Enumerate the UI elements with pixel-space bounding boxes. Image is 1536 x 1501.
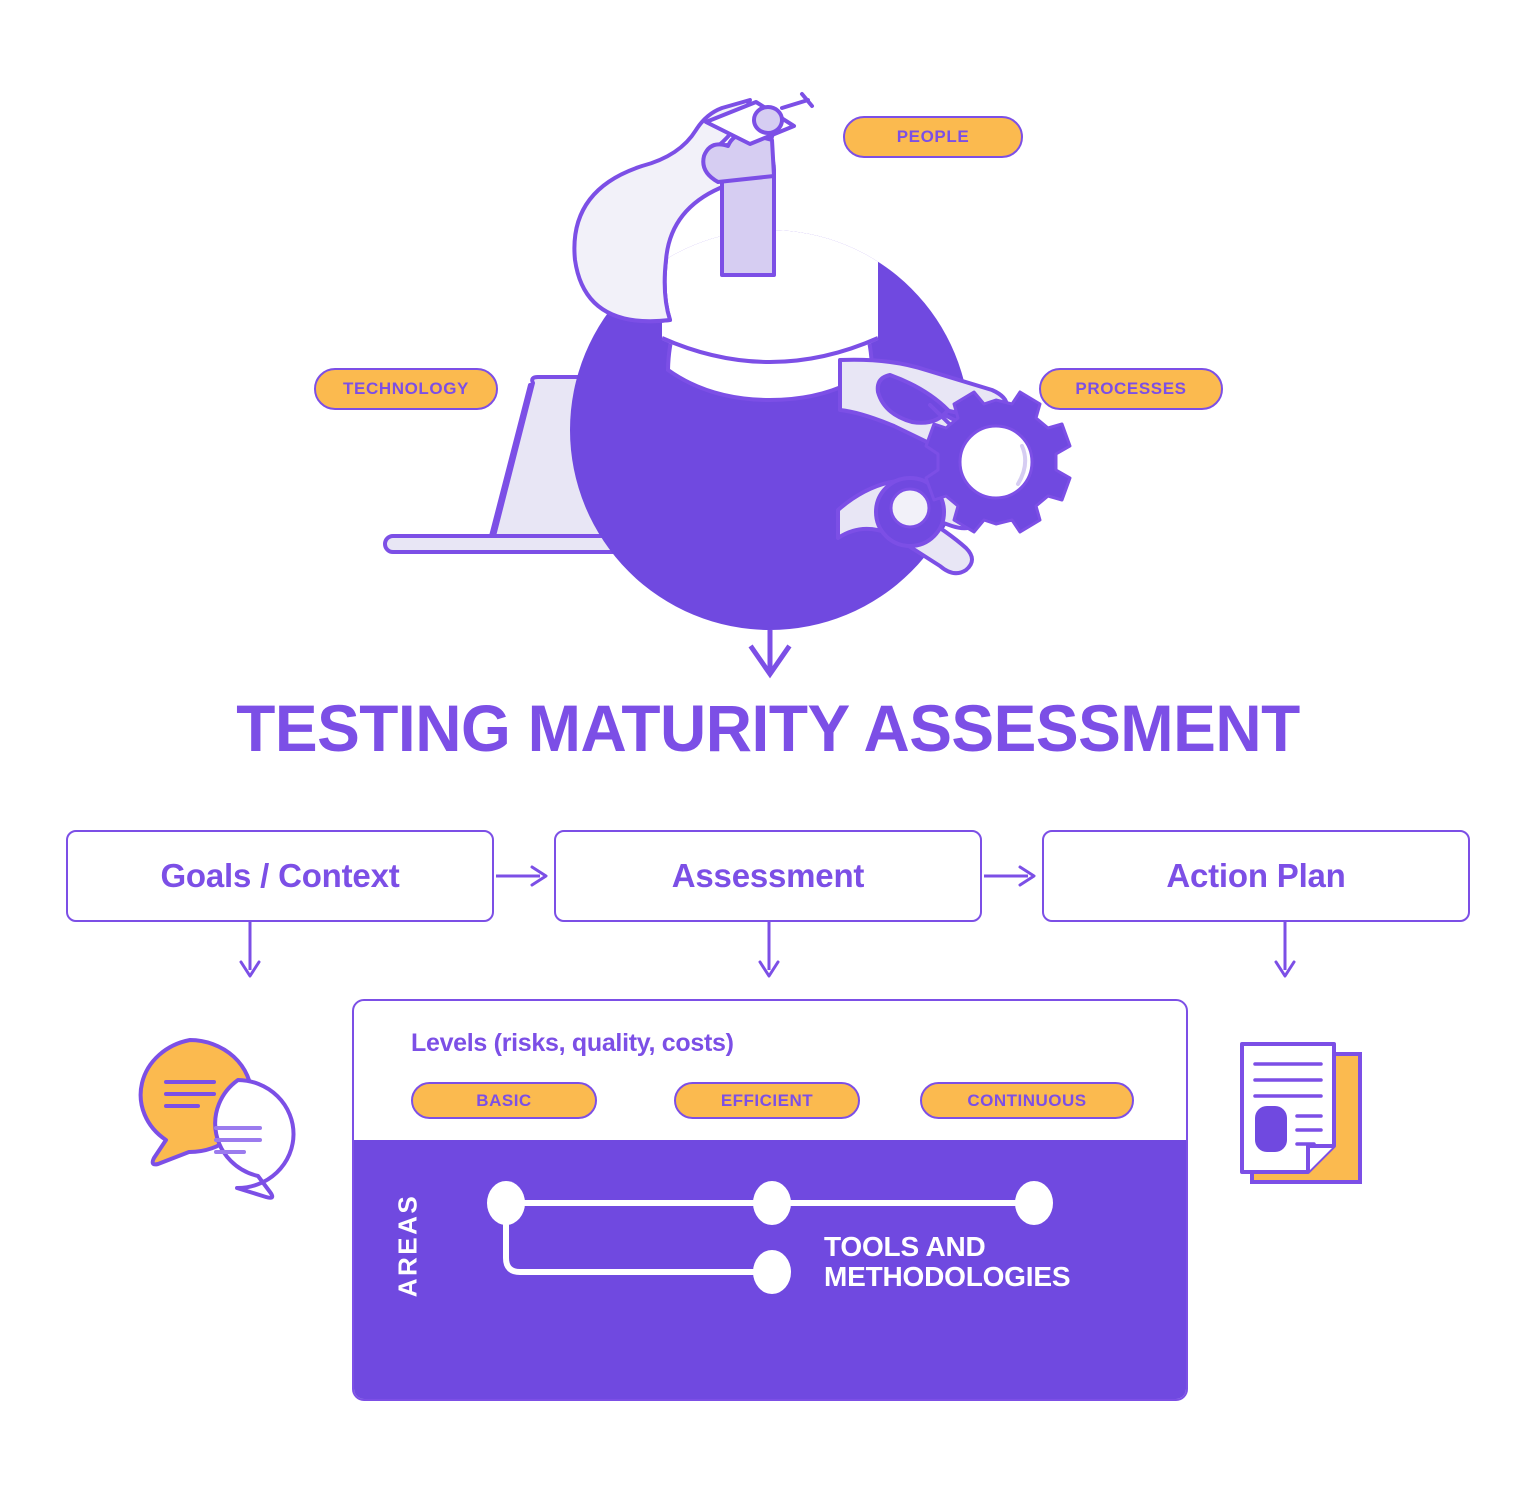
assessment-panel: Levels (risks, quality, costs) BASIC EFF…	[352, 999, 1188, 1401]
level-pill-continuous[interactable]: CONTINUOUS	[920, 1082, 1134, 1119]
flow-arrow-down-action-plan	[1274, 922, 1296, 978]
hero-pill-technology-label: TECHNOLOGY	[343, 379, 469, 398]
hero-pill-processes-label: PROCESSES	[1075, 379, 1187, 398]
hero-down-arrow	[748, 630, 792, 679]
hero-pill-people-label: PEOPLE	[896, 127, 970, 146]
flow-arrow-right-1	[496, 865, 548, 887]
flow-step-assessment-label: Assessment	[671, 857, 865, 894]
level-pill-efficient[interactable]: EFFICIENT	[674, 1082, 860, 1119]
figure-lower-hand	[836, 476, 984, 576]
areas-section: AREAS TOOLS AND METHODOLOGIES	[354, 1140, 1186, 1399]
flow-arrow-down-assessment	[758, 922, 780, 978]
graph-line-branch	[503, 1200, 775, 1275]
level-pill-basic-label: BASIC	[476, 1090, 532, 1110]
hero-pill-technology[interactable]: TECHNOLOGY	[314, 368, 498, 410]
hero-pill-processes[interactable]: PROCESSES	[1039, 368, 1223, 410]
page-title: TESTING MATURITY ASSESSMENT	[236, 691, 1300, 765]
flow-step-action-plan[interactable]: Action Plan	[1042, 830, 1470, 922]
figure-torso	[661, 230, 879, 403]
level-pill-continuous-label: CONTINUOUS	[967, 1090, 1087, 1110]
flow-step-goals-context[interactable]: Goals / Context	[66, 830, 494, 922]
levels-section: Levels (risks, quality, costs) BASIC EFF…	[354, 1001, 1186, 1140]
graduation-cap-icon	[704, 92, 814, 146]
graph-node-efficient-row1	[753, 1181, 791, 1225]
document-fold	[1306, 1144, 1334, 1172]
level-pill-basic[interactable]: BASIC	[411, 1082, 597, 1119]
areas-maturity-graph	[487, 1181, 1053, 1294]
flow-step-action-plan-label: Action Plan	[1166, 857, 1346, 894]
graph-node-efficient-row2	[753, 1250, 791, 1294]
hero-illustration	[383, 92, 1072, 679]
document-thumbnail	[1255, 1106, 1287, 1152]
gear-icon	[924, 390, 1072, 534]
flow-step-goals-context-label: Goals / Context	[160, 857, 400, 894]
documents-icon	[1240, 1042, 1362, 1184]
graph-node-basic-row1	[487, 1181, 525, 1225]
flow-step-assessment[interactable]: Assessment	[554, 830, 982, 922]
levels-label: Levels (risks, quality, costs)	[411, 1029, 734, 1057]
area-label-line-1: TOOLS AND	[824, 1231, 986, 1262]
hero-pill-people[interactable]: PEOPLE	[843, 116, 1023, 158]
area-label-tools-and-methodologies: TOOLS AND METHODOLOGIES	[824, 1231, 1071, 1293]
level-pill-efficient-label: EFFICIENT	[720, 1090, 814, 1110]
area-label-line-2: METHODOLOGIES	[824, 1261, 1071, 1293]
graph-node-continuous-row1	[1015, 1181, 1053, 1225]
figure-raised-arm	[701, 92, 814, 277]
flow-arrow-down-goals	[239, 922, 261, 978]
speech-bubbles-icon	[138, 1038, 296, 1200]
flow-arrow-right-2	[984, 865, 1036, 887]
